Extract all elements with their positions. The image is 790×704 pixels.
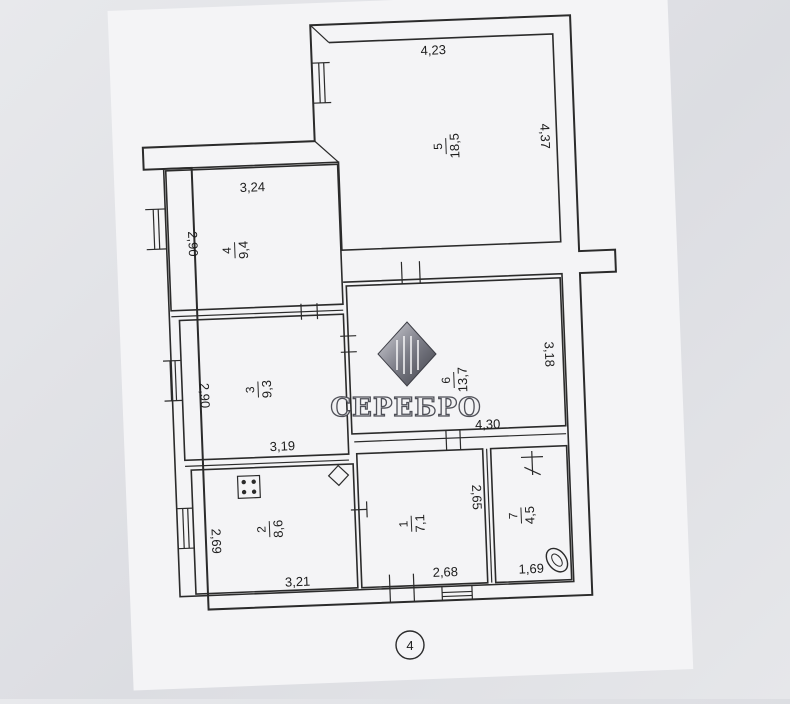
dimension-room-2-length: 2,69 bbox=[208, 528, 224, 554]
dimension-room-6-length: 3,18 bbox=[542, 341, 558, 367]
window-bottom bbox=[441, 585, 473, 601]
room-1-area: 7,1 bbox=[412, 514, 428, 533]
partition-line bbox=[185, 459, 349, 467]
light-icon bbox=[520, 451, 543, 476]
floor-marker-number: 4 bbox=[406, 638, 413, 653]
room-6-number: 6 bbox=[439, 376, 453, 384]
room-4-area: 9,4 bbox=[235, 241, 251, 260]
sink-icon bbox=[327, 464, 350, 487]
dimension-room-5-width: 4,23 bbox=[420, 42, 446, 58]
dimension-room-4-width: 3,24 bbox=[239, 179, 265, 195]
dimension-room-6-width: 4,30 bbox=[475, 416, 501, 432]
window-room-2 bbox=[176, 507, 195, 550]
dimension-room-3-width: 3,19 bbox=[269, 438, 295, 454]
toilet-icon bbox=[545, 547, 569, 573]
room-7-outline bbox=[489, 444, 573, 584]
room-6-label: 6 13,7 bbox=[439, 367, 471, 393]
silver-gem-icon-stripes bbox=[396, 336, 419, 374]
room-2-outline bbox=[190, 463, 359, 595]
silver-gem-icon bbox=[377, 321, 437, 387]
room-2-number: 2 bbox=[254, 526, 268, 534]
outer-wall bbox=[141, 14, 617, 611]
watermark-logo: СЕРЕБРО bbox=[330, 321, 481, 424]
window-room-4 bbox=[145, 208, 167, 251]
room-3-outline bbox=[178, 313, 350, 462]
stove-icon bbox=[236, 474, 261, 499]
floor-marker: 4 bbox=[395, 630, 425, 660]
room-7-area: 4,5 bbox=[522, 506, 538, 525]
dimension-room-5-length: 4,37 bbox=[537, 123, 553, 149]
dimension-room-1-length: 2,65 bbox=[469, 484, 485, 510]
room-5-label: 5 18,5 bbox=[431, 133, 463, 159]
dimension-room-1-width: 2,68 bbox=[432, 564, 458, 580]
window-room-5 bbox=[311, 61, 332, 104]
dimension-room-7-width: 1,69 bbox=[518, 561, 544, 577]
room-7-number: 7 bbox=[506, 512, 520, 520]
room-1-outline bbox=[355, 448, 489, 589]
room-4-label: 4 9,4 bbox=[220, 241, 251, 260]
dimension-room-4-length: 2,90 bbox=[185, 231, 201, 257]
partition-line bbox=[171, 309, 344, 318]
room-6-outline bbox=[345, 276, 567, 435]
room-6-area: 13,7 bbox=[454, 367, 470, 393]
room-2-label: 2 8,6 bbox=[254, 520, 286, 539]
wall-corner-lines bbox=[309, 24, 339, 163]
dimension-room-3-length: 2,90 bbox=[197, 383, 213, 409]
watermark-brand: СЕРЕБРО bbox=[330, 393, 481, 423]
room-5-number: 5 bbox=[431, 142, 445, 150]
partition-line bbox=[486, 448, 493, 583]
room-4-outline bbox=[164, 163, 344, 312]
room-4-number: 4 bbox=[220, 247, 234, 255]
door-marks bbox=[300, 261, 462, 603]
room-3-label: 3 9,3 bbox=[243, 380, 275, 399]
room-1-label: 1 7,1 bbox=[396, 514, 428, 533]
room-2-area: 8,6 bbox=[270, 520, 286, 539]
room-3-area: 9,3 bbox=[259, 380, 275, 399]
room-3-number: 3 bbox=[243, 386, 257, 394]
dimension-room-2-width: 3,21 bbox=[285, 574, 311, 590]
window-room-3 bbox=[162, 359, 183, 402]
inner-wall-outline bbox=[162, 33, 575, 598]
room-5-area: 18,5 bbox=[446, 133, 462, 159]
room-7-label: 7 4,5 bbox=[506, 506, 538, 525]
room-1-number: 1 bbox=[396, 520, 410, 528]
